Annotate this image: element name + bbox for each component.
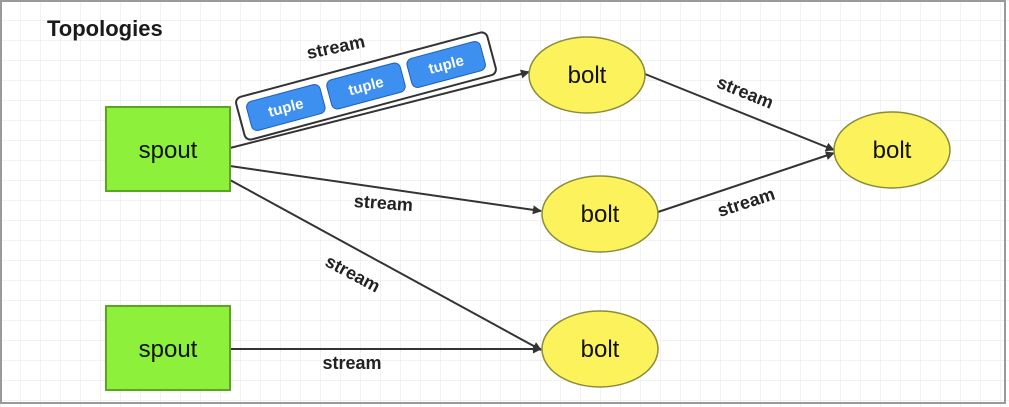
bolt-node-3-label: bolt (581, 336, 620, 363)
edge-spout1-bolt3 (229, 179, 542, 351)
edge-bolt1-bolt4 (644, 73, 835, 152)
spout-node-1-label: spout (139, 137, 198, 164)
tuple-1 (246, 84, 326, 131)
edge-label-spout2-bolt3: stream (322, 353, 381, 373)
spout-node-2-label: spout (139, 336, 198, 363)
bolt-node-2 (541, 175, 659, 253)
diagram-title: Topologies (47, 16, 163, 41)
edges (229, 69, 835, 354)
tuple-3 (406, 41, 486, 88)
spout-node-1 (105, 106, 231, 192)
tuple-2 (326, 62, 406, 110)
tuple-stream-box: tuple tuple tuple (235, 31, 497, 141)
bolt-node-3 (541, 310, 659, 388)
bolt-node-1 (528, 36, 646, 114)
bolt-node-4-label: bolt (873, 137, 912, 164)
edge-bolt2-bolt4 (657, 151, 835, 213)
spout-node-2 (105, 305, 231, 391)
bolt-node-4 (833, 111, 951, 189)
bolt-node-2-label: bolt (581, 201, 620, 228)
edge-spout1-bolt1 (229, 69, 530, 149)
edge-spout1-bolt2 (229, 165, 542, 215)
edge-label-spout1-bolt2: stream (353, 191, 413, 215)
bolt-node-1-label: bolt (568, 62, 607, 89)
